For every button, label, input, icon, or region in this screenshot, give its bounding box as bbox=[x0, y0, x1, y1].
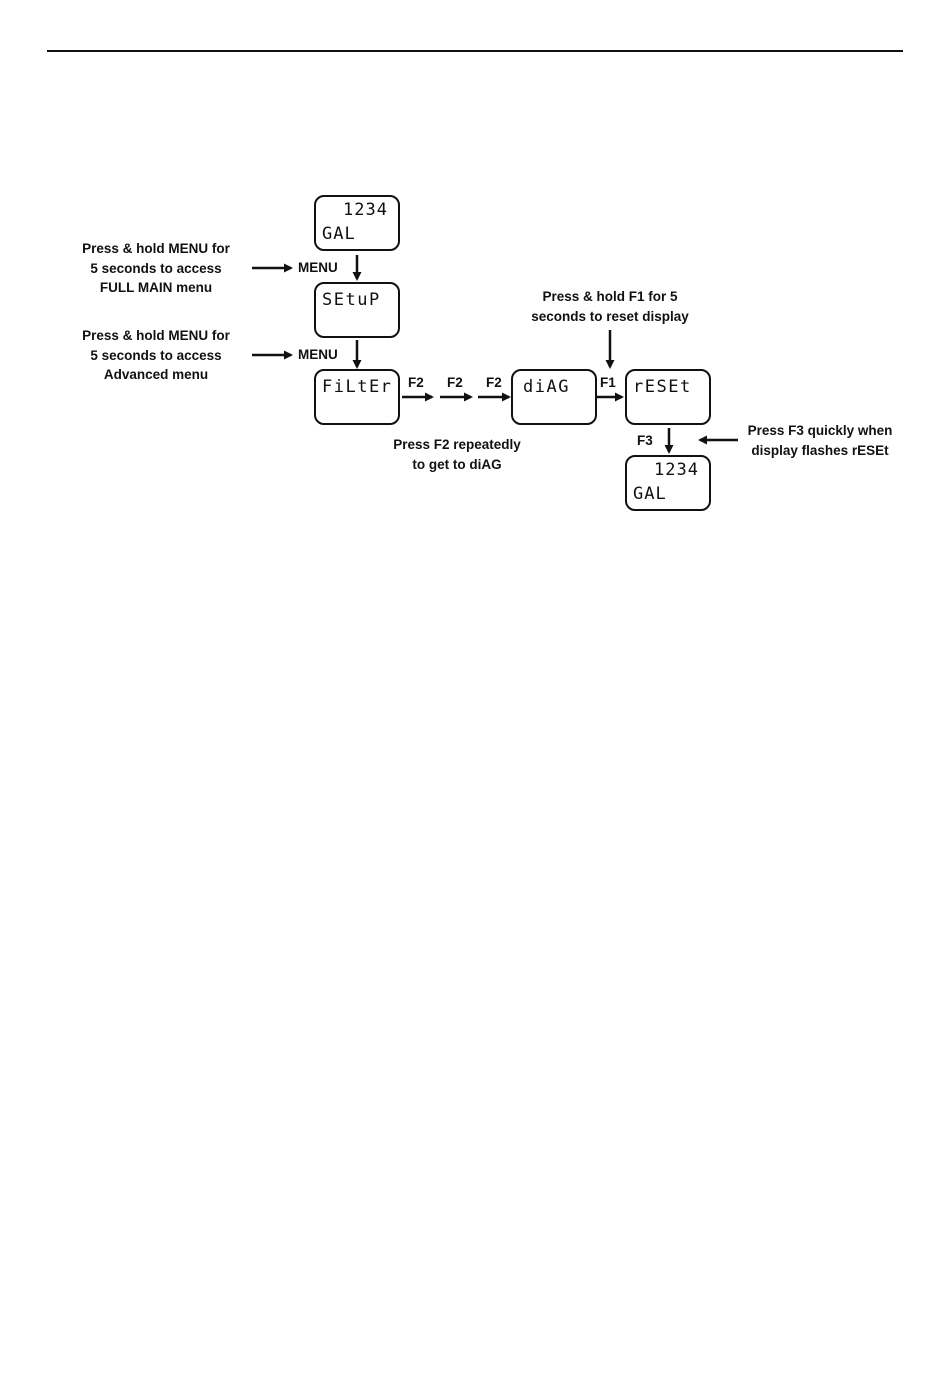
note-line: FULL MAIN menu bbox=[99, 280, 213, 295]
note-line: Press & hold MENU for bbox=[82, 241, 230, 256]
note-line: seconds to reset display bbox=[531, 308, 689, 324]
note-line: 5 seconds to access bbox=[90, 260, 222, 276]
lcd-text: diAG bbox=[523, 377, 570, 397]
lcd-setup: SEtuP bbox=[314, 282, 400, 338]
note-line: Press & hold MENU for bbox=[82, 328, 230, 343]
key-f2-1: F2 bbox=[408, 375, 424, 390]
key-menu-1: MENU bbox=[298, 260, 338, 275]
note-advanced-menu: Press & hold MENU for 5 seconds to acces… bbox=[70, 326, 242, 385]
lcd-unit: GAL bbox=[633, 484, 667, 504]
key-f1: F1 bbox=[600, 375, 616, 390]
lcd-filter: FiLtEr bbox=[314, 369, 400, 425]
key-f2-3: F2 bbox=[486, 375, 502, 390]
note-f2-repeat: Press F2 repeatedly to get to diAG bbox=[382, 435, 532, 474]
note-line: Press & hold F1 for 5 bbox=[542, 289, 678, 304]
key-menu-2: MENU bbox=[298, 347, 338, 362]
lcd-reset: rESEt bbox=[625, 369, 711, 425]
note-line: Press F2 repeatedly bbox=[393, 437, 521, 452]
note-line: 5 seconds to access bbox=[90, 347, 222, 363]
lcd-diag: diAG bbox=[511, 369, 597, 425]
key-f3: F3 bbox=[637, 433, 653, 448]
lcd-text: FiLtEr bbox=[322, 377, 393, 397]
note-line: Advanced menu bbox=[103, 367, 209, 382]
lcd-text: SEtuP bbox=[322, 290, 381, 310]
lcd-text: rESEt bbox=[633, 377, 692, 397]
lcd-unit: GAL bbox=[322, 224, 356, 244]
note-line: display flashes rESEt bbox=[751, 442, 889, 458]
note-line: Press F3 quickly when bbox=[747, 423, 893, 438]
header-rule bbox=[47, 50, 903, 52]
note-line: to get to diAG bbox=[412, 456, 502, 472]
lcd-value: 1234 bbox=[343, 200, 388, 220]
lcd-home-top: 1234 GAL bbox=[314, 195, 400, 251]
key-f2-2: F2 bbox=[447, 375, 463, 390]
lcd-value: 1234 bbox=[654, 460, 699, 480]
note-f3-quick: Press F3 quickly when display flashes rE… bbox=[738, 421, 902, 460]
lcd-home-bottom: 1234 GAL bbox=[625, 455, 711, 511]
note-full-main-menu: Press & hold MENU for 5 seconds to acces… bbox=[70, 239, 242, 298]
note-reset-hold: Press & hold F1 for 5 seconds to reset d… bbox=[520, 287, 700, 326]
